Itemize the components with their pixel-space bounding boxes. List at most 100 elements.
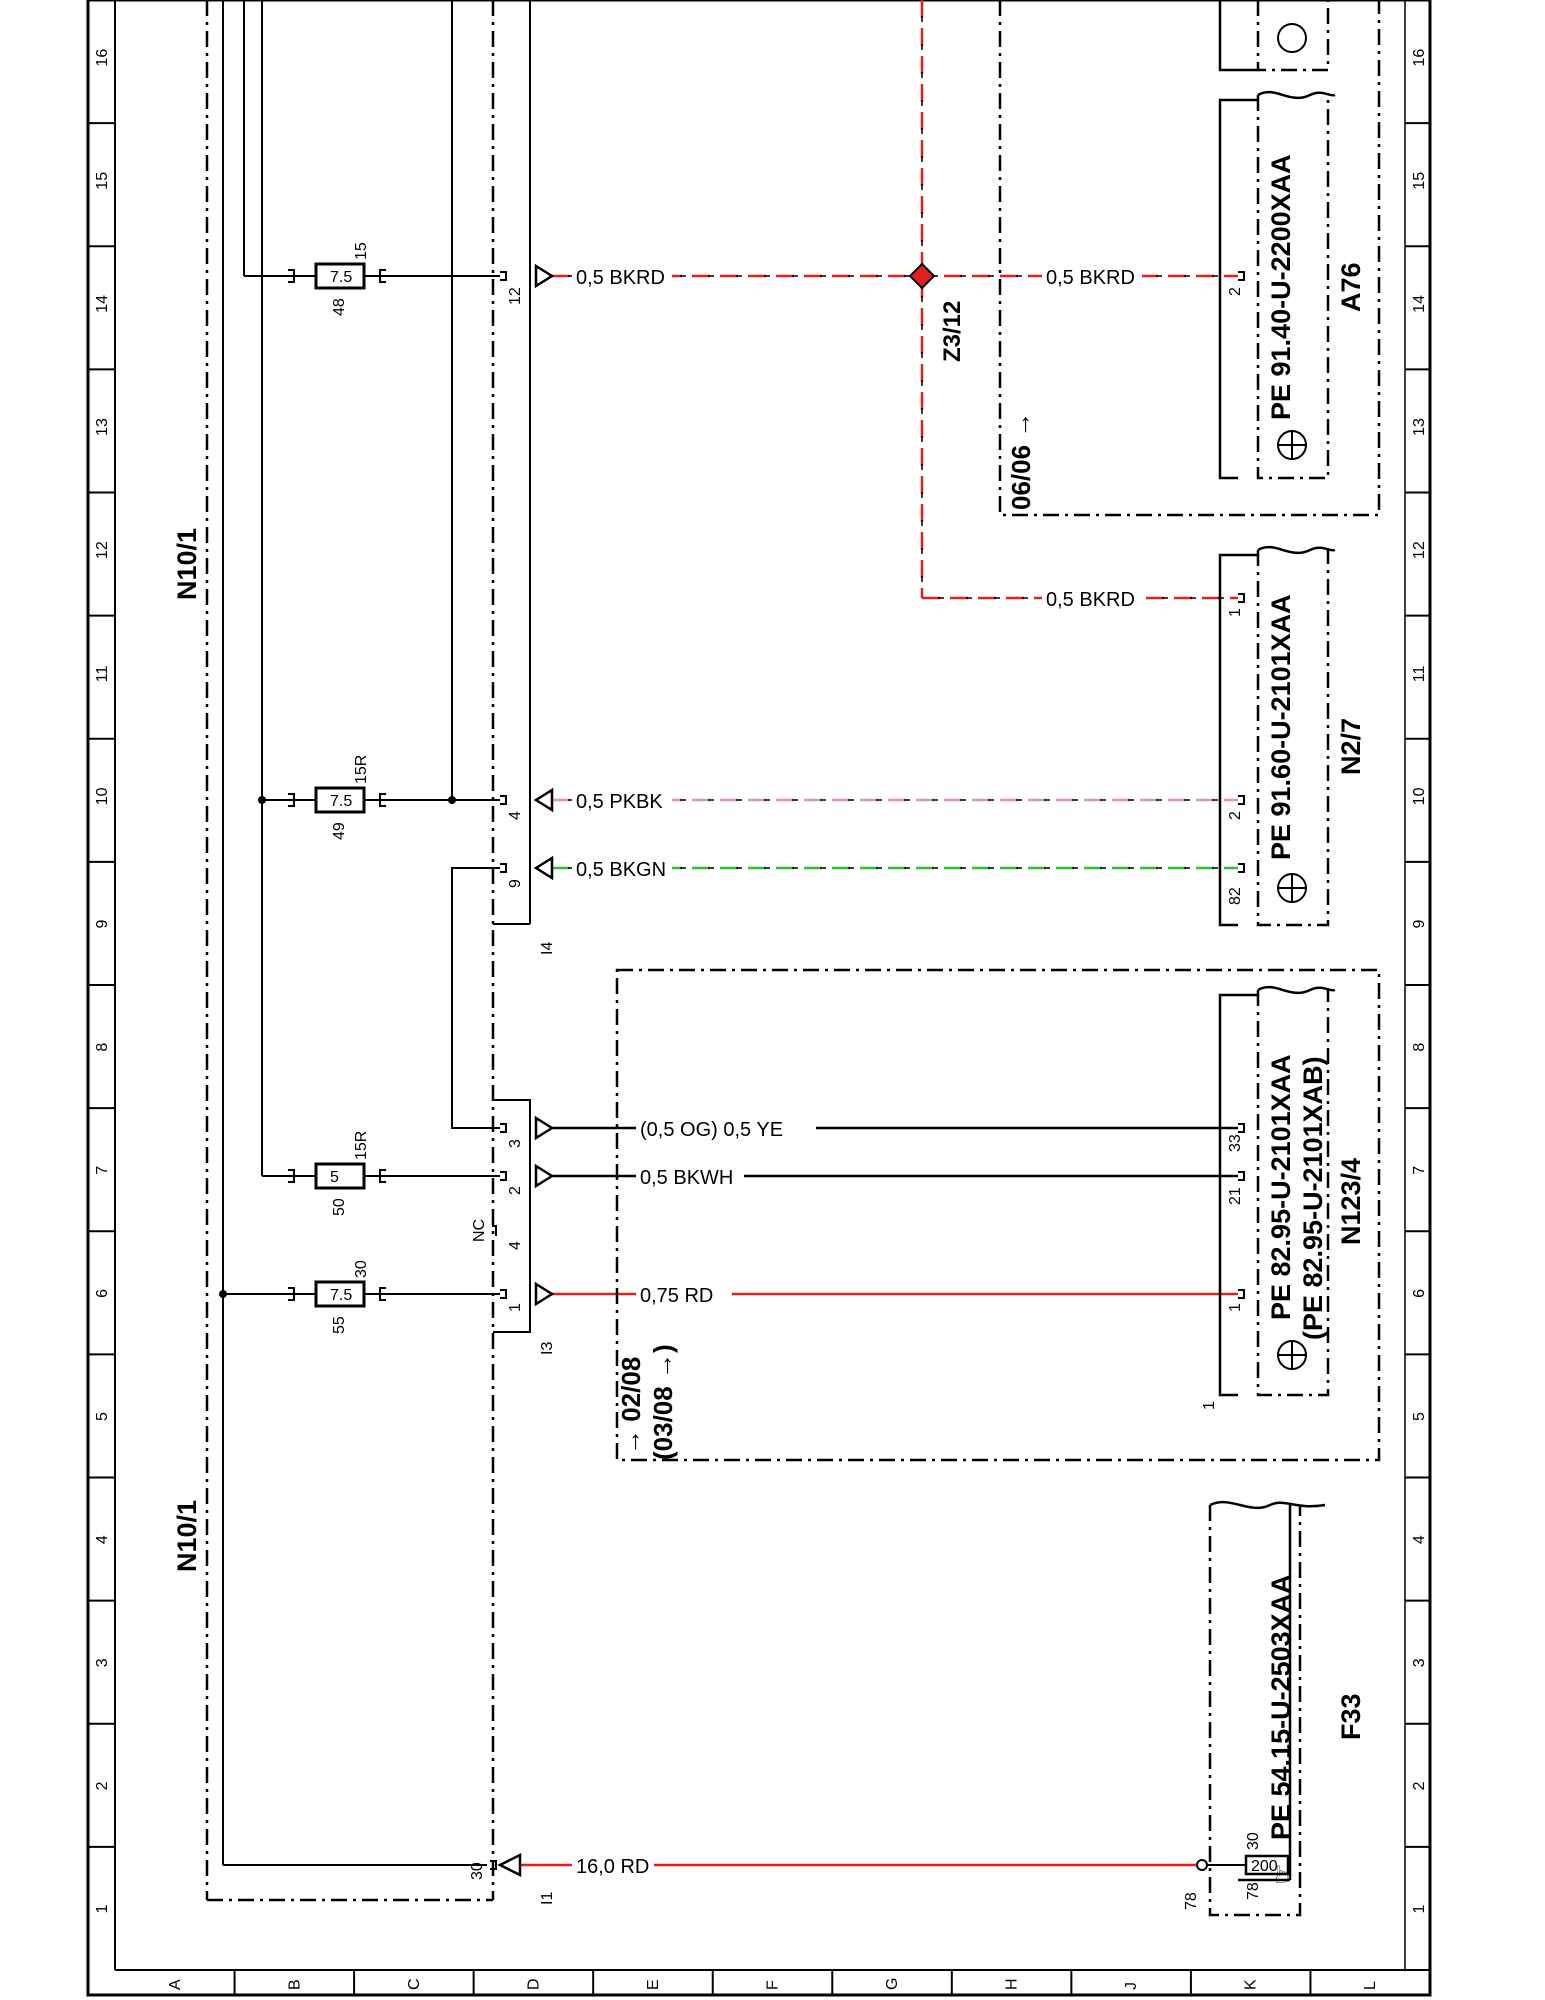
wire-label-075rd: 0,75 RD (640, 1285, 713, 1307)
wire-label-backgrounds (572, 263, 1142, 1878)
a76-outer-box (998, 0, 1381, 517)
pin-3-label: 3 (507, 1139, 524, 1148)
connector-arrows (497, 263, 555, 1878)
n27-box (1218, 545, 1336, 927)
grid-row-label: F (765, 1980, 782, 1990)
n123-pin-1: 1 (1227, 1303, 1244, 1312)
a76-pins (1238, 271, 1245, 281)
f33-term-30: 30 (1245, 1832, 1262, 1850)
grid-col-label-right: 12 (1411, 541, 1428, 559)
grid-col-label-right: 13 (1411, 418, 1428, 436)
n10-1-module-box (205, 0, 495, 1902)
junction-dots (219, 796, 456, 1298)
grid-col-label-right: 5 (1411, 1412, 1428, 1421)
grid-col-label-right: 6 (1411, 1289, 1428, 1298)
internal-wiring (222, 0, 531, 1866)
a76-part: PE 91.40-U-2200XAA (1266, 154, 1296, 420)
n123-pin-21: 21 (1227, 1187, 1244, 1205)
a76-transistor-icon (1277, 23, 1307, 460)
grid-col-label-left: 3 (94, 1658, 111, 1667)
grid-col-label-right: 4 (1411, 1535, 1428, 1544)
n123-part-1: PE 82.95-U-2101XAA (1266, 1054, 1296, 1320)
n27-pins (1238, 593, 1245, 873)
grid-row-label: J (1123, 1982, 1140, 1990)
grid-col-label-right: 16 (1411, 49, 1428, 67)
grid-col-label-right: 15 (1411, 172, 1428, 190)
grid-row-label: A (167, 1979, 184, 1990)
f33-part: PE 54.15-U-2503XAA (1266, 1574, 1296, 1840)
splice-z3-12 (908, 262, 936, 290)
n10-1-label-top: N10/1 (172, 528, 202, 600)
n123-name: N123/4 (1336, 1158, 1366, 1245)
grid-col-label-left: 9 (94, 919, 111, 928)
pin-2-label: 2 (507, 1186, 524, 1195)
grid-row-label: L (1362, 1981, 1379, 1990)
grid-col-label-left: 7 (94, 1166, 111, 1175)
fuse-terminal: 15R (353, 1131, 370, 1160)
n27-name: N2/7 (1336, 718, 1366, 775)
n27-part: PE 91.60-U-2101XAA (1266, 594, 1296, 860)
fuse-number: 55 (331, 1316, 348, 1334)
fuse-55: 7.5 55 30 (288, 1260, 386, 1334)
fuse-terminal: 30 (353, 1260, 370, 1278)
fuse-terminal: 15 (353, 242, 370, 260)
f33-node-78: 78 (1183, 1892, 1200, 1910)
f33-fuse-amp: 200 (1251, 1858, 1278, 1875)
grid-col-label-left: 11 (94, 665, 111, 682)
n27-transistor-icon (1277, 873, 1307, 903)
fuse-number: 50 (331, 1198, 348, 1216)
wire-label-bkgn: 0,5 BKGN (576, 859, 666, 881)
grid-col-label-left: 13 (94, 418, 111, 436)
grid-col-label-left: 2 (94, 1781, 111, 1790)
fuse-amp: 7.5 (330, 269, 352, 286)
n123-box (1218, 985, 1336, 1397)
grid-col-label-left: 4 (94, 1535, 111, 1544)
grid-col-label-right: 1 (1411, 1904, 1428, 1913)
a76-pin-2: 2 (1227, 287, 1244, 296)
f33-name: F33 (1336, 1693, 1366, 1740)
fuse-terminal: 15R (353, 755, 370, 784)
pin-1-label: 1 (507, 1303, 524, 1312)
connector-i4-label: I4 (539, 942, 556, 955)
grid-col-label-right: 8 (1411, 1043, 1428, 1052)
grid-ticks (88, 0, 1431, 1995)
grid-col-label-left: 6 (94, 1289, 111, 1298)
drawing-frame (86, 0, 1432, 1997)
fuse-number: 49 (331, 822, 348, 840)
grid-col-label-right: 11 (1411, 665, 1428, 682)
fuse-amp: 5 (330, 1169, 339, 1186)
n123-pin-low: 1 (1201, 1401, 1218, 1410)
connector-pin-ticks (490, 271, 507, 1870)
splice-label: Z3/12 (939, 301, 966, 362)
n123-pin-33: 33 (1227, 1134, 1244, 1152)
a76-date: 06/06 → (1006, 412, 1036, 510)
pin-30-label: 30 (469, 1862, 486, 1880)
f33-pe-icon: ☞ (1269, 1863, 1296, 1885)
a76-name: A76 (1336, 262, 1366, 312)
grid-row-label: B (286, 1979, 303, 1990)
grid-col-label-left: 5 (94, 1412, 111, 1421)
wire-label-bkwh: 0,5 BKWH (640, 1167, 733, 1189)
f33-box (1208, 1500, 1326, 1917)
fuse-50: 5 50 15R (288, 1131, 386, 1216)
n123-part-2: (PE 82.95-U-2101XAB) (1298, 1056, 1328, 1340)
pin-9-label: 9 (507, 879, 524, 888)
n27-pin-2: 2 (1227, 811, 1244, 820)
connector-i3-label: I3 (539, 1342, 556, 1355)
wire-label-pkbk: 0,5 PKBK (576, 791, 663, 813)
n10-1-label-bottom: N10/1 (172, 1500, 202, 1572)
pin-nc-label: NC (471, 1219, 488, 1242)
grid-col-label-left: 15 (94, 172, 111, 190)
grid-row-label: G (884, 1978, 901, 1990)
fuse-amp: 7.5 (330, 793, 352, 810)
fuse-amp: 7.5 (330, 1287, 352, 1304)
grid-row-label: C (406, 1978, 423, 1990)
wire-label-ye: (0,5 OG) 0,5 YE (640, 1119, 783, 1141)
grid-row-label: H (1004, 1978, 1021, 1990)
grid-row-label: E (645, 1979, 662, 1990)
grid-row-label: K (1243, 1979, 1260, 1990)
pin-4-label: 4 (507, 1241, 524, 1250)
grid-col-label-right: 14 (1411, 295, 1428, 313)
wire-label-bkrd-2: 0,5 BKRD (1046, 267, 1135, 289)
